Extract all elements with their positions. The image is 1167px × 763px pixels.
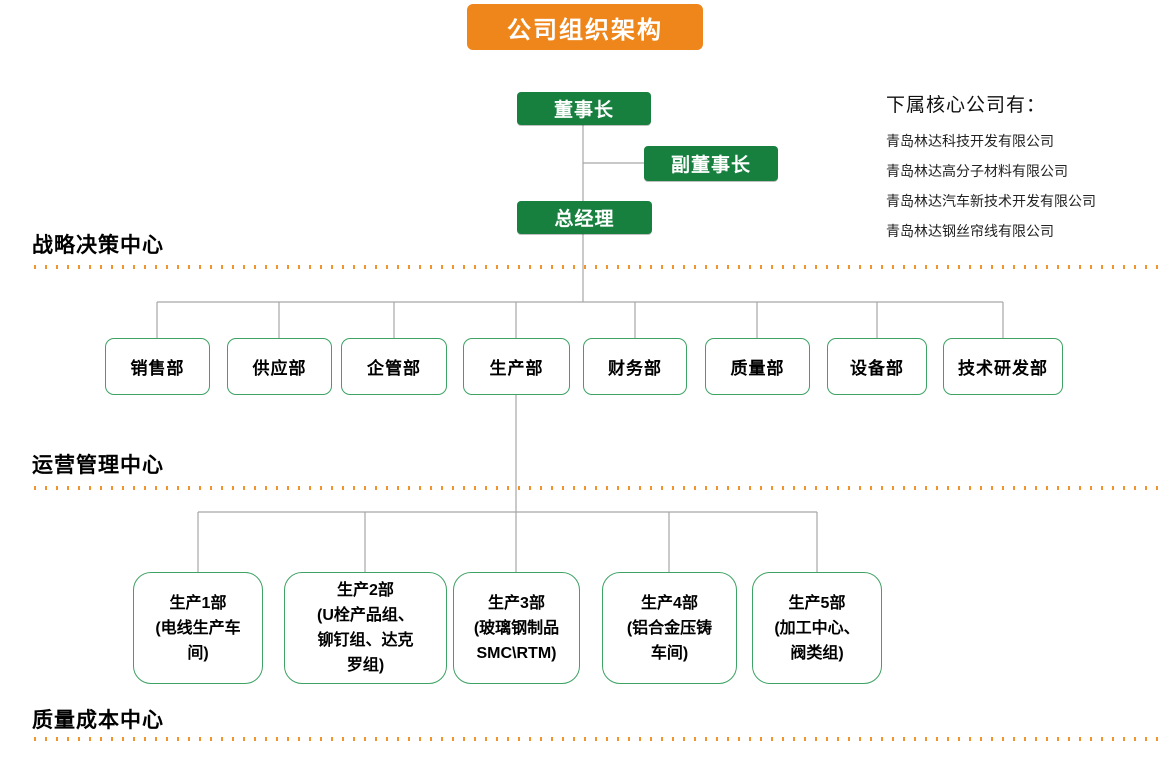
subsidiaries-heading: 下属核心公司有： (886, 95, 1047, 116)
subsidiaries-panel: 下属核心公司有： 青岛林达科技开发有限公司 青岛林达高分子材料有限公司 青岛林达… (886, 94, 1156, 238)
node-dept-enterprise-mgmt: 企管部 (341, 338, 447, 395)
section-label-quality: 质量成本中心 (32, 709, 164, 732)
subsidiary-company: 青岛林达钢丝帘线有限公司 (886, 223, 1054, 239)
node-dept-finance: 财务部 (583, 338, 687, 395)
node-production-dept-3: 生产3部 (玻璃钢制品 SMC\RTM) (453, 572, 580, 684)
subsidiary-company: 青岛林达汽车新技术开发有限公司 (886, 193, 1096, 209)
node-general-manager: 总经理 (517, 201, 652, 234)
node-chairman: 董事长 (517, 92, 651, 125)
node-dept-supply: 供应部 (227, 338, 332, 395)
node-production-dept-4: 生产4部 (铝合金压铸 车间) (602, 572, 737, 684)
node-dept-sales: 销售部 (105, 338, 210, 395)
node-dept-quality: 质量部 (705, 338, 810, 395)
node-vice-chairman: 副董事长 (644, 146, 778, 181)
node-production-dept-5: 生产5部 (加工中心、 阀类组) (752, 572, 882, 684)
section-divider (34, 486, 1167, 490)
node-dept-rnd: 技术研发部 (943, 338, 1063, 395)
section-label-strategic: 战略决策中心 (32, 234, 164, 257)
page-title: 公司组织架构 (467, 4, 703, 50)
subsidiary-company: 青岛林达科技开发有限公司 (886, 133, 1054, 149)
node-dept-equipment: 设备部 (827, 338, 927, 395)
node-production-dept-1: 生产1部 (电线生产车 间) (133, 572, 263, 684)
section-divider (34, 265, 1167, 269)
subsidiary-company: 青岛林达高分子材料有限公司 (886, 163, 1068, 179)
node-dept-production: 生产部 (463, 338, 570, 395)
section-label-operations: 运营管理中心 (32, 454, 164, 477)
node-production-dept-2: 生产2部 (U栓产品组、 铆钉组、达克 罗组) (284, 572, 447, 684)
section-divider (34, 737, 1167, 741)
